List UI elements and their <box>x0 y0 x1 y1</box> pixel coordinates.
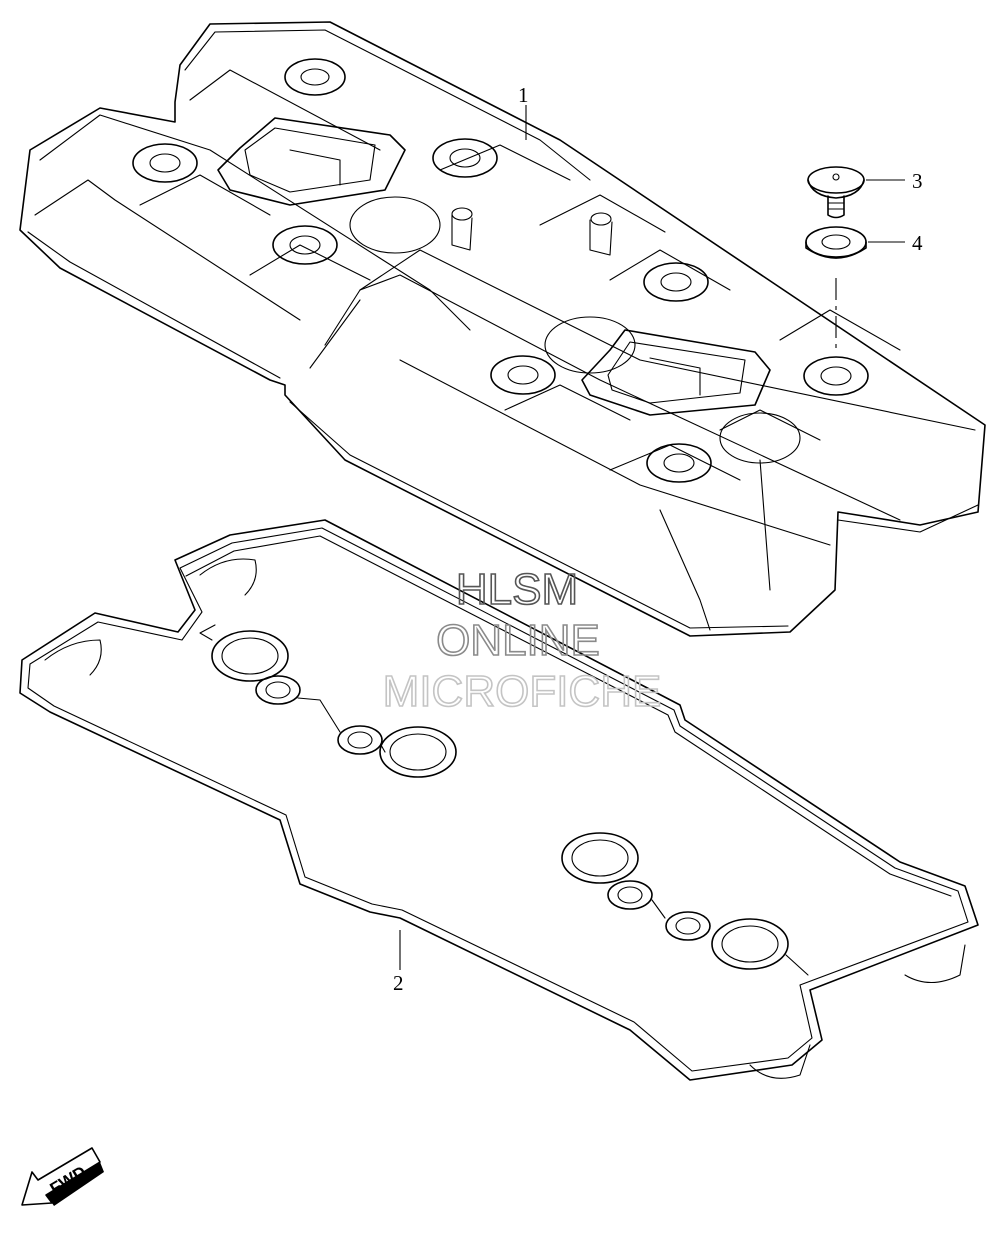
callout-3: 3 <box>912 169 923 193</box>
fwd-indicator: FWD <box>21 1147 104 1206</box>
cover-gasket <box>19 519 979 1081</box>
cylinder-head-cover <box>19 21 986 637</box>
watermark-line-2: ONLINE <box>436 616 600 665</box>
watermark-line-1: HLSM <box>456 565 578 614</box>
watermark-line-3: MICROFICHE <box>383 667 662 716</box>
bolt-washer <box>805 226 905 352</box>
callout-1: 1 <box>518 83 529 107</box>
callout-2: 2 <box>393 971 404 995</box>
cover-bolt <box>807 166 905 219</box>
watermark: HLSM ONLINE MICROFICHE <box>382 564 662 717</box>
callout-4: 4 <box>912 231 923 255</box>
